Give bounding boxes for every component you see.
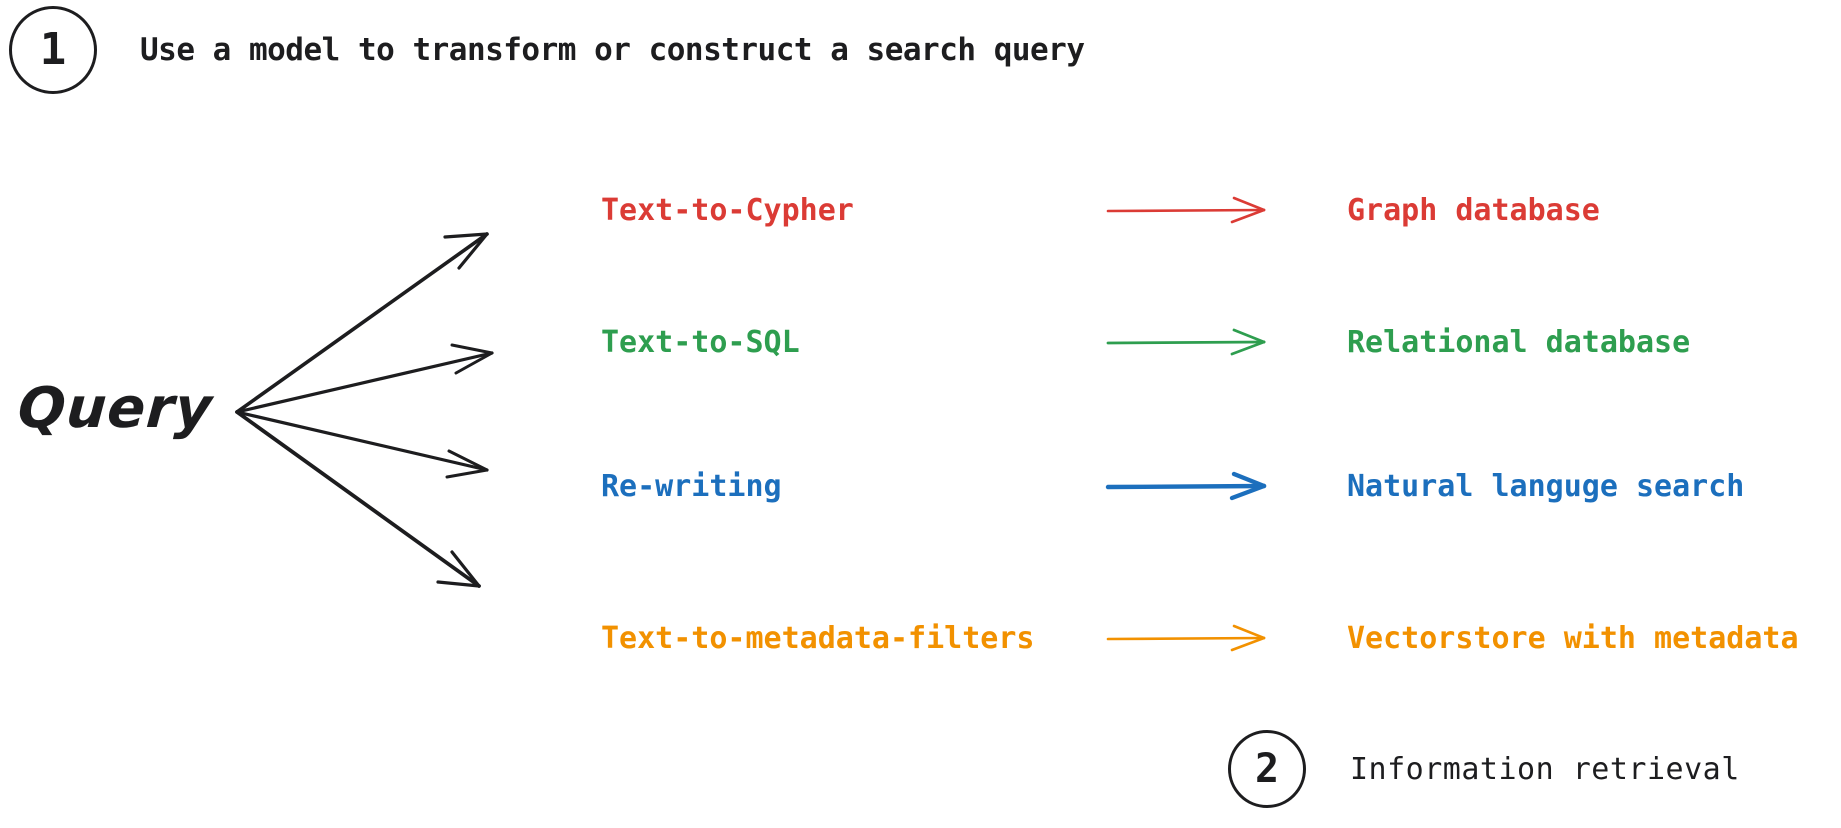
arrow-right-icon — [1106, 624, 1266, 652]
pathway-row: Text-to-SQL Relational database — [0, 317, 1841, 367]
row-target-label: Graph database — [1347, 192, 1600, 228]
row-method-label: Text-to-metadata-filters — [601, 620, 1035, 656]
pathway-row: Text-to-Cypher Graph database — [0, 185, 1841, 235]
row-method-label: Re-writing — [601, 468, 782, 504]
row-target-label: Vectorstore with metadata — [1347, 620, 1799, 656]
step-1-label: Use a model to transform or construct a … — [140, 32, 1085, 68]
step-2-number: 2 — [1254, 746, 1280, 792]
query-source-label: Query — [15, 376, 215, 441]
row-method-label: Text-to-SQL — [601, 324, 800, 360]
pathway-row: Re-writing Natural languge search — [0, 461, 1841, 511]
step-2-label: Information retrieval — [1350, 751, 1740, 787]
step-1-number: 1 — [39, 24, 67, 75]
row-target-label: Natural languge search — [1347, 468, 1745, 504]
row-method-label: Text-to-Cypher — [601, 192, 854, 228]
arrow-right-icon — [1105, 471, 1267, 501]
step-1-badge: 1 — [9, 6, 97, 94]
row-target-label: Relational database — [1347, 324, 1691, 360]
step-2-footer: 2 Information retrieval — [1228, 730, 1740, 808]
arrow-right-icon — [1106, 196, 1266, 224]
step-2-badge: 2 — [1228, 730, 1306, 808]
step-1-header: 1 Use a model to transform or construct … — [9, 6, 1085, 94]
pathway-row: Text-to-metadata-filters Vectorstore wit… — [0, 613, 1841, 663]
arrow-right-icon — [1106, 328, 1266, 356]
